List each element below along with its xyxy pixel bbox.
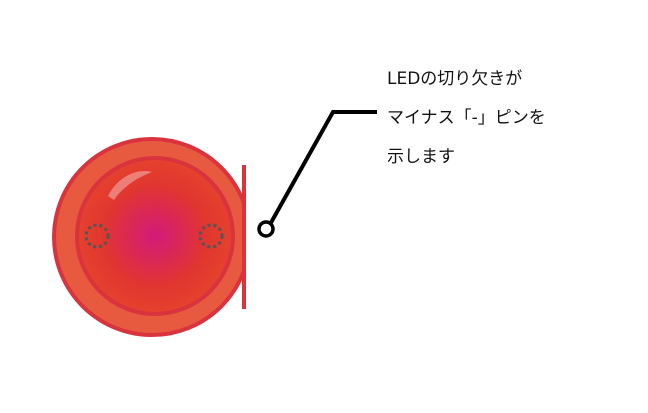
caption-line-1: LEDの切り欠きが <box>387 69 523 89</box>
led-highlight <box>108 171 152 200</box>
caption-line-2: マイナス「-」ピンを <box>387 108 546 128</box>
callout-caption: LEDの切り欠きが マイナス「-」ピンを 示します <box>387 60 632 177</box>
led-dome <box>75 156 235 316</box>
pin-hole-icon <box>84 223 110 249</box>
callout-line <box>266 110 377 229</box>
caption-line-3: 示します <box>387 147 455 167</box>
pin-hole-icon <box>198 223 224 249</box>
callout-anchor <box>257 220 275 238</box>
